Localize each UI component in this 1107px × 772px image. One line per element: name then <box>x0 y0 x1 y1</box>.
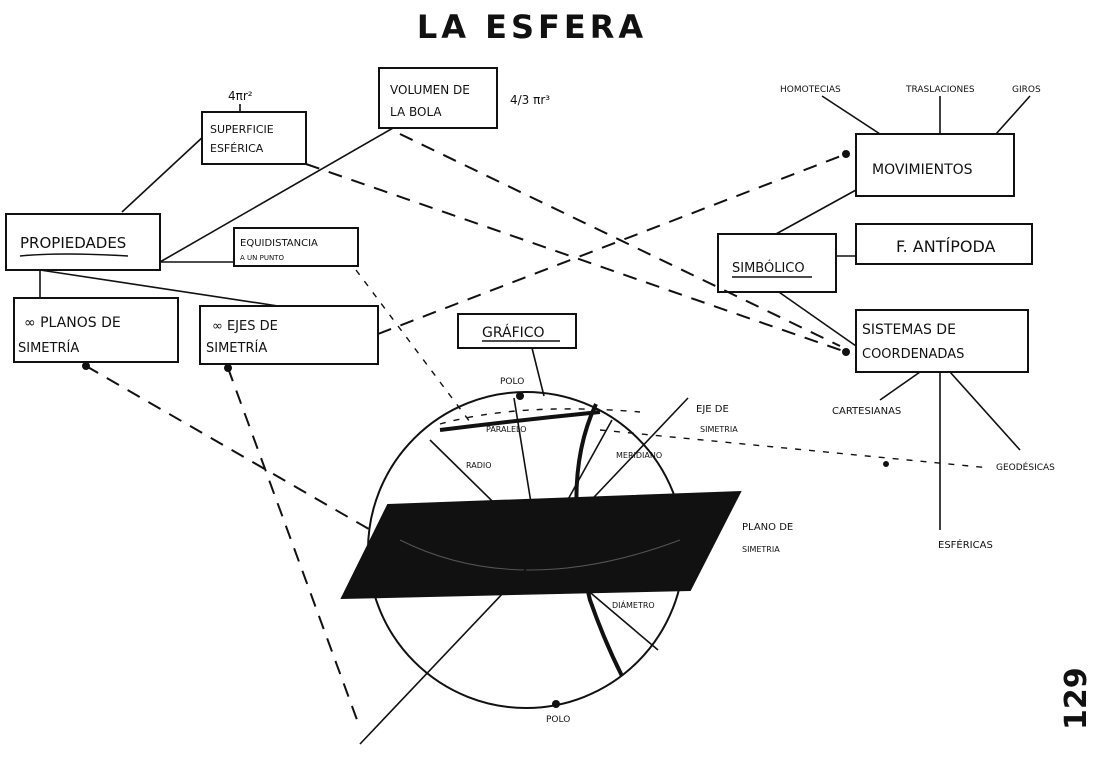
superficie-box <box>201 111 307 165</box>
link-equidistancia-esfera <box>355 269 471 423</box>
meridiano-label: MERIDIANO <box>616 451 662 460</box>
connector-homotecias <box>821 95 881 135</box>
superficie-formula: 4πr² <box>228 89 253 103</box>
ejes-line2: SIMETRÍA <box>206 340 267 356</box>
geodesicas-label: GEODÉSICAS <box>996 461 1055 473</box>
equidistancia-line1: EQUIDISTANCIA <box>240 238 318 249</box>
ejes-box <box>199 305 379 365</box>
polo-top-dot <box>516 392 524 400</box>
connector-geodesicas <box>949 371 1021 451</box>
paralelo-curve <box>439 410 601 432</box>
planos-line1: ∞ PLANOS DE <box>24 315 121 331</box>
planos-line2: SIMETRÍA <box>18 340 79 356</box>
superficie-line1: SUPERFICIE <box>210 123 274 136</box>
sistemas-line1: SISTEMAS DE <box>862 322 956 338</box>
eje-simetria-line <box>359 397 689 745</box>
propiedades-underline <box>19 253 129 257</box>
paralelo-label: PARALELO <box>486 425 526 434</box>
eje-simetria-line1: EJE DE <box>696 404 729 415</box>
volumen-formula: 4/3 πr³ <box>510 93 550 107</box>
connector-volumen <box>159 127 394 263</box>
polo-bottom-dot <box>552 700 560 708</box>
page-title: LA ESFERA <box>417 8 647 46</box>
page-number: 129 <box>1059 667 1094 730</box>
link-planos-start <box>82 362 90 370</box>
volumen-line1: VOLUMEN DE <box>390 83 470 97</box>
link-superficie-sistemas-end <box>842 348 850 356</box>
grafico-label: GRÁFICO <box>482 324 545 341</box>
simbolico-label: SIMBÓLICO <box>732 260 805 276</box>
paralelo-dashed <box>439 408 641 425</box>
antipoda-label: F. ANTÍPODA <box>896 237 995 256</box>
eje-simetria-line2: SIMETRIA <box>700 425 738 434</box>
radio-label: RADIO <box>466 461 492 470</box>
simbolico-box <box>717 233 837 293</box>
plane-ellipse-hint <box>399 539 681 571</box>
link-ejes-eje <box>227 367 361 729</box>
giros-label: GIROS <box>1012 85 1041 95</box>
connector-sistemas <box>775 289 857 347</box>
propiedades-label: PROPIEDADES <box>20 234 126 252</box>
connector-giros <box>995 95 1031 135</box>
link-ejes-start <box>224 364 232 372</box>
connector-cartesianas <box>879 371 921 401</box>
cartesianas-label: CARTESIANAS <box>832 406 901 417</box>
link-volumen-sistemas <box>399 133 841 347</box>
polo-top-label: POLO <box>500 377 524 387</box>
superficie-line2: ESFÉRICA <box>210 142 264 155</box>
connector-superficie <box>121 134 206 213</box>
traslaciones-label: TRASLACIONES <box>905 85 975 95</box>
link-ejes-movimientos <box>377 153 847 335</box>
grafico-connector <box>531 347 545 397</box>
homotecias-label: HOMOTECIAS <box>780 85 841 95</box>
plano-simetria-line2: SIMETRIA <box>742 545 780 554</box>
ejes-line1: ∞ EJES DE <box>212 319 278 334</box>
link-planos-plano <box>85 365 375 533</box>
plano-simetria-line1: PLANO DE <box>742 522 793 533</box>
connector-movimientos <box>775 189 857 235</box>
movimientos-box <box>855 133 1015 197</box>
polo-bottom-label: POLO <box>546 715 570 725</box>
equidistancia-line2: A UN PUNTO <box>240 254 284 262</box>
equidistancia-box <box>233 227 359 267</box>
connector-ejes <box>39 269 279 307</box>
movimientos-label: MOVIMIENTOS <box>872 162 973 178</box>
grafico-box <box>457 313 577 349</box>
propiedades-box <box>5 213 161 271</box>
link-meridiano-geodesicas <box>599 429 991 469</box>
sistemas-box <box>855 309 1029 373</box>
plano-simetria-shape <box>340 490 742 600</box>
link-geodesicas-dot <box>883 461 889 467</box>
volumen-box <box>378 67 498 129</box>
esfericas-label: ESFÉRICAS <box>938 538 993 551</box>
antipoda-box <box>855 223 1033 265</box>
volumen-line2: LA BOLA <box>390 105 442 119</box>
diametro-label: DIÁMETRO <box>612 599 655 610</box>
link-ejes-movimientos-end <box>842 150 850 158</box>
sistemas-line2: COORDENADAS <box>862 347 964 362</box>
page-number-group: 129 <box>1059 667 1094 730</box>
planos-box <box>13 297 179 363</box>
